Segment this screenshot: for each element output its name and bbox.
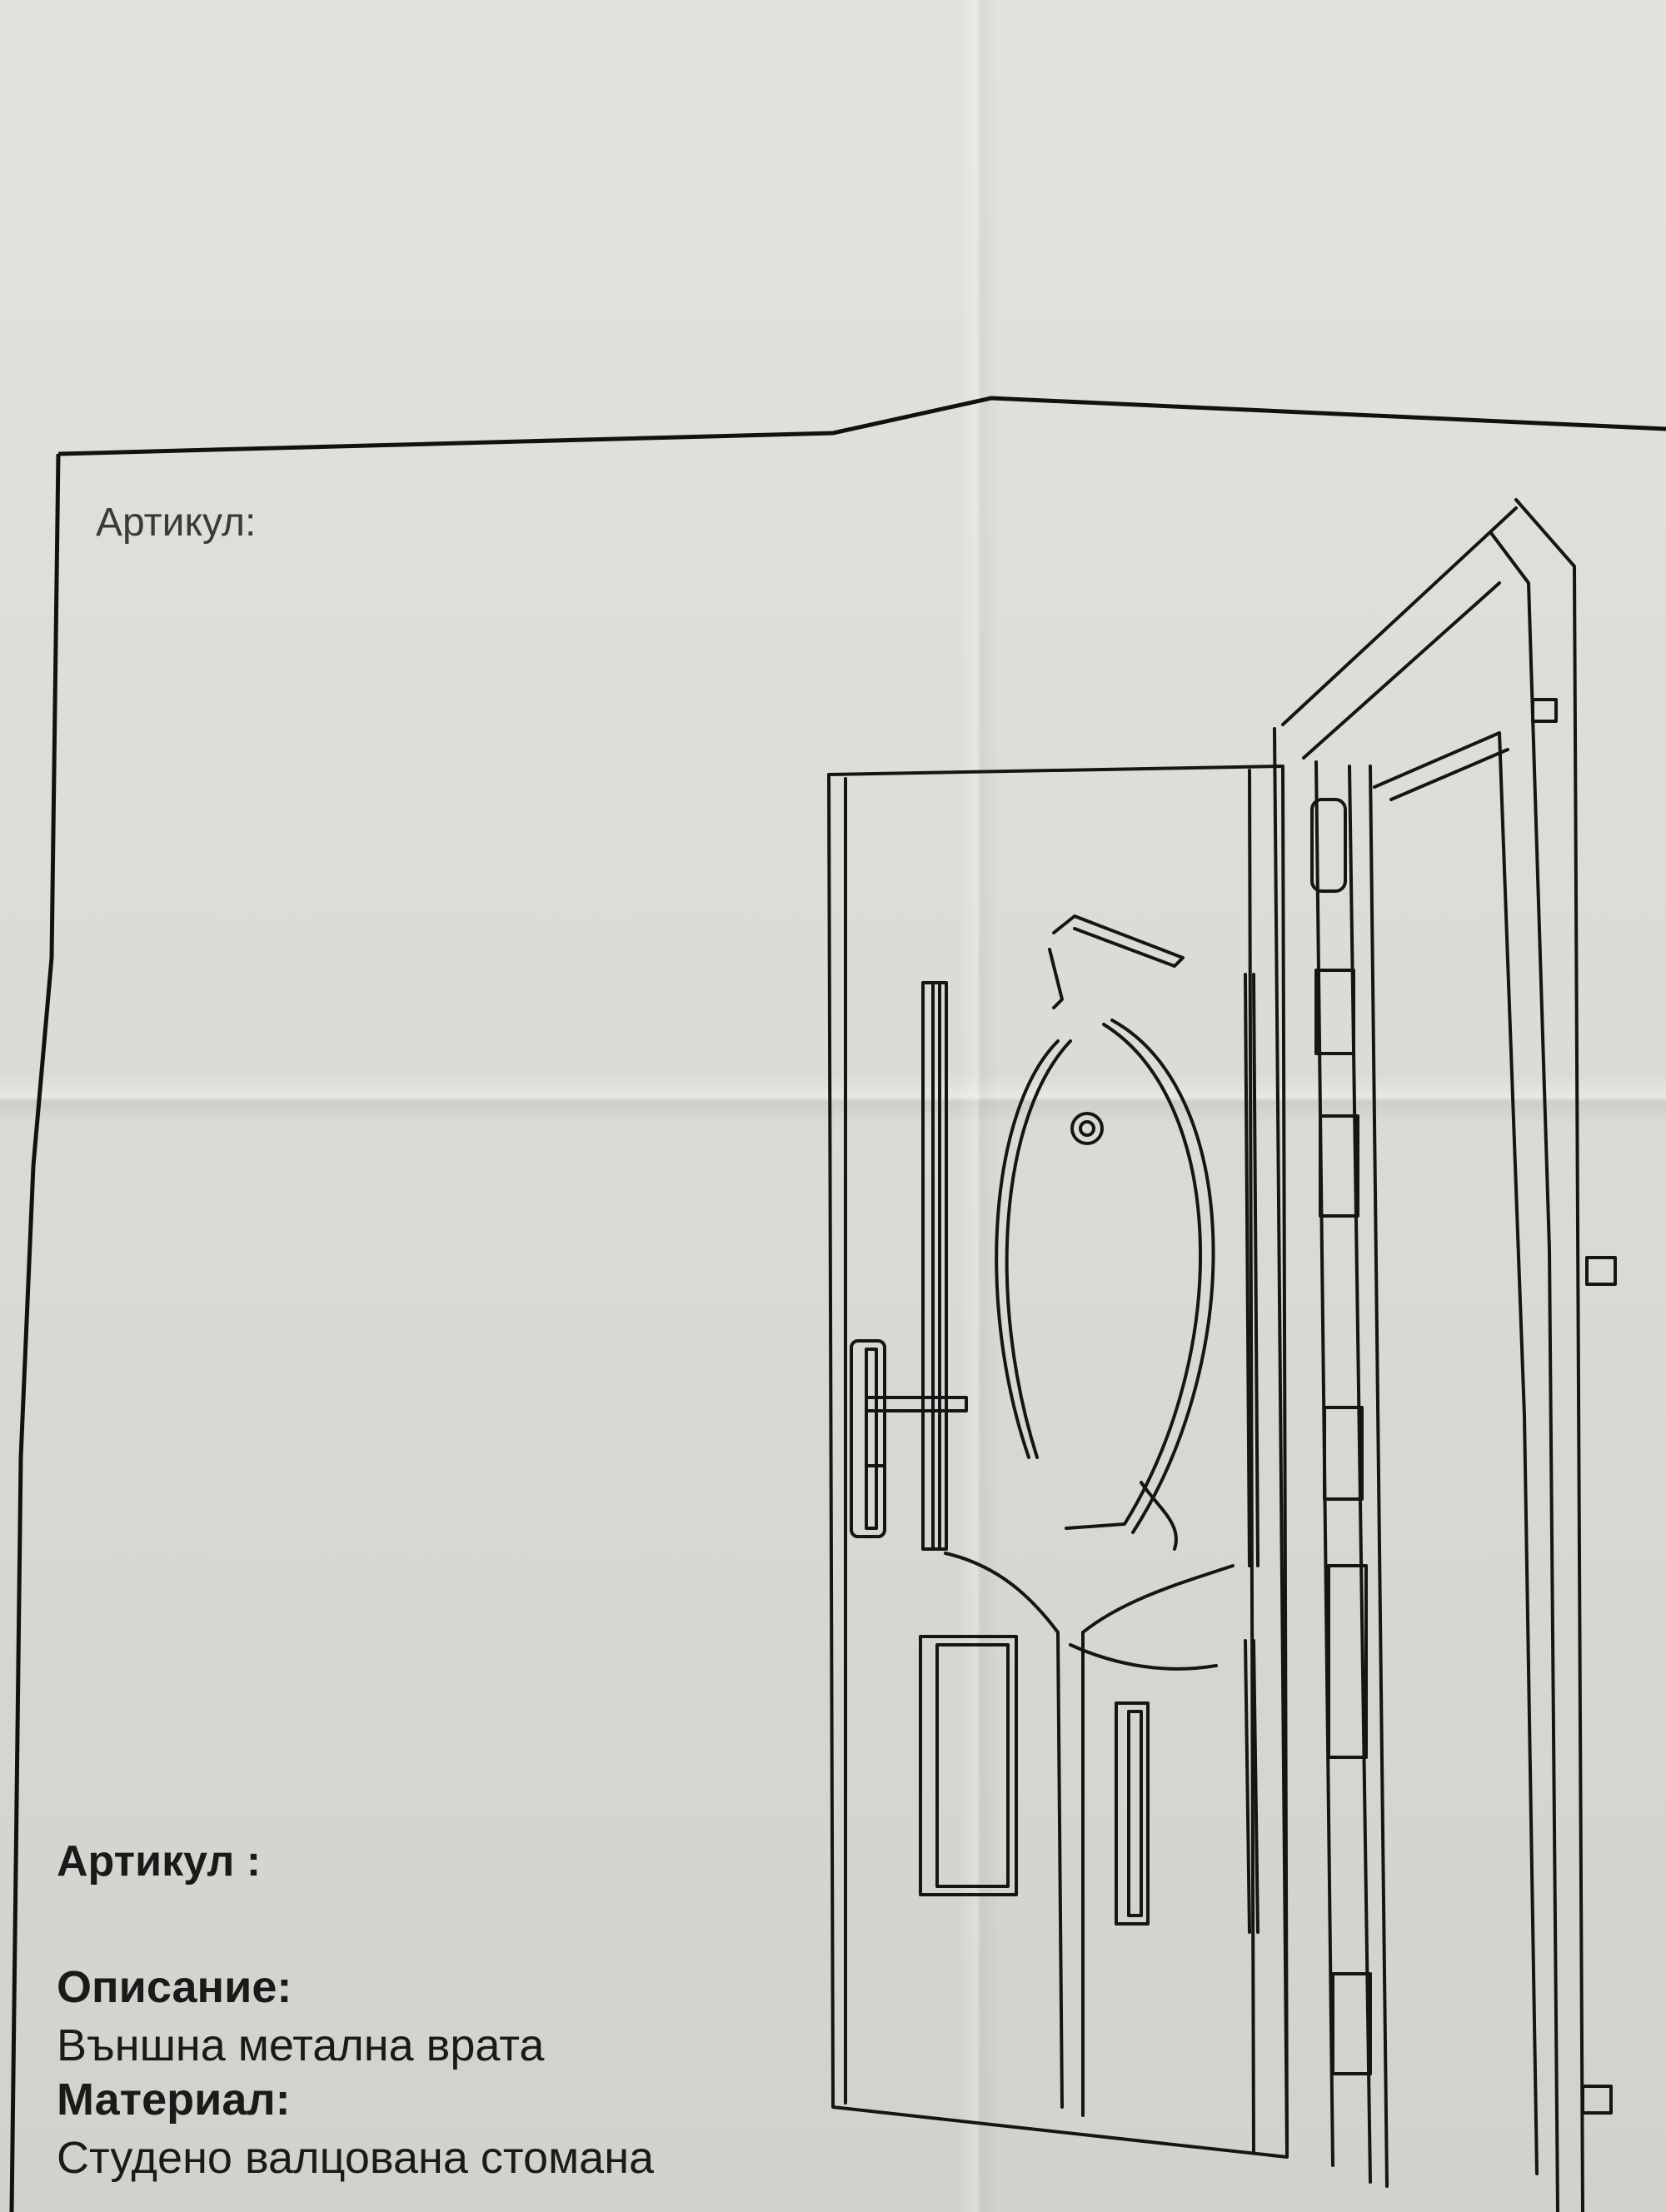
article-label: Артикул : — [57, 1837, 262, 1886]
top-article-label: Артикул: — [96, 501, 257, 545]
material-label: Материал: — [57, 2075, 291, 2125]
description-value: Външна метална врата — [57, 2020, 545, 2070]
material-value: Студено валцована стомана — [57, 2133, 655, 2183]
paper-fold-horizontal — [0, 1074, 1666, 1124]
paper-fold-vertical — [958, 0, 1000, 2212]
description-label: Описание: — [57, 1962, 292, 2012]
